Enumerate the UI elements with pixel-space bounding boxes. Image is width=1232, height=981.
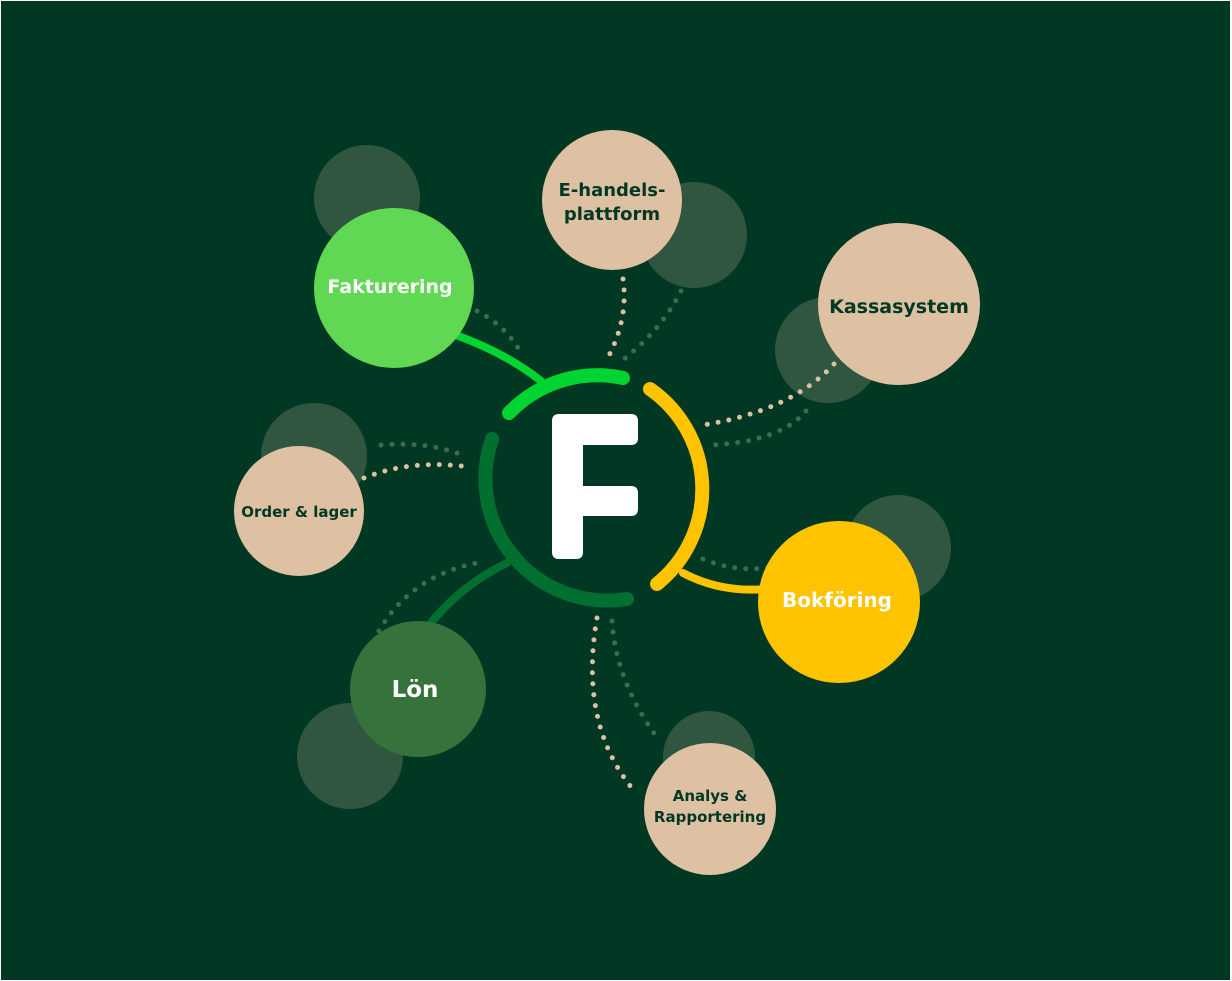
node-label-order: Order & lager — [241, 503, 357, 521]
link-analys — [589, 615, 634, 790]
ring-arc-green — [502, 368, 630, 420]
secondary-link-bokforing — [700, 556, 774, 572]
node-label-ehandel-line2: plattform — [564, 204, 660, 225]
connector-fakturering — [449, 330, 545, 385]
center-logo — [552, 414, 638, 559]
node-bokforing: Bokföring — [758, 521, 920, 683]
secondary-link-ehandel — [616, 288, 684, 366]
secondary-link-fakturering — [474, 308, 524, 356]
node-order: Order & lager — [234, 446, 364, 576]
secondary-dotted-links — [376, 288, 809, 739]
node-circle-fakturering — [314, 208, 474, 368]
secondary-link-kassa — [710, 408, 809, 448]
node-ehandel: E-handels- plattform — [542, 130, 682, 270]
node-label-bokforing: Bokföring — [782, 588, 892, 612]
node-kassa: Kassasystem — [818, 223, 980, 385]
solid-connectors — [422, 330, 770, 633]
node-circle-bokforing — [758, 521, 920, 683]
ring-arc-yellow — [643, 382, 710, 591]
node-label-analys-line1: Analys & — [673, 787, 748, 805]
node-label-kassa: Kassasystem — [829, 296, 969, 318]
node-label-analys-line2: Rapportering — [654, 808, 766, 826]
node-circle-kassa — [818, 223, 980, 385]
node-circle-lon — [350, 621, 486, 757]
center-ring — [478, 368, 710, 608]
node-circle-order — [234, 446, 364, 576]
dotted-links — [361, 276, 837, 790]
link-ehandel — [602, 276, 627, 366]
ring-arc-dark-green — [478, 432, 634, 608]
secondary-link-analys — [609, 618, 659, 739]
logo-letter-f — [552, 414, 638, 559]
connector-lon — [422, 559, 511, 633]
node-lon: Lön — [350, 621, 486, 757]
node-label-lon: Lön — [392, 677, 439, 703]
node-circle-ehandel — [542, 130, 682, 270]
secondary-link-order — [378, 441, 470, 460]
secondary-link-lon — [376, 560, 480, 634]
connector-bokforing — [679, 569, 770, 594]
node-fakturering: Fakturering — [314, 208, 474, 368]
link-kassa — [700, 361, 837, 428]
node-analys: Analys & Rapportering — [644, 743, 776, 875]
node-circle-analys — [644, 743, 776, 875]
link-order — [361, 462, 472, 481]
node-label-fakturering: Fakturering — [327, 276, 452, 298]
node-label-ehandel-line1: E-handels- — [559, 180, 666, 201]
